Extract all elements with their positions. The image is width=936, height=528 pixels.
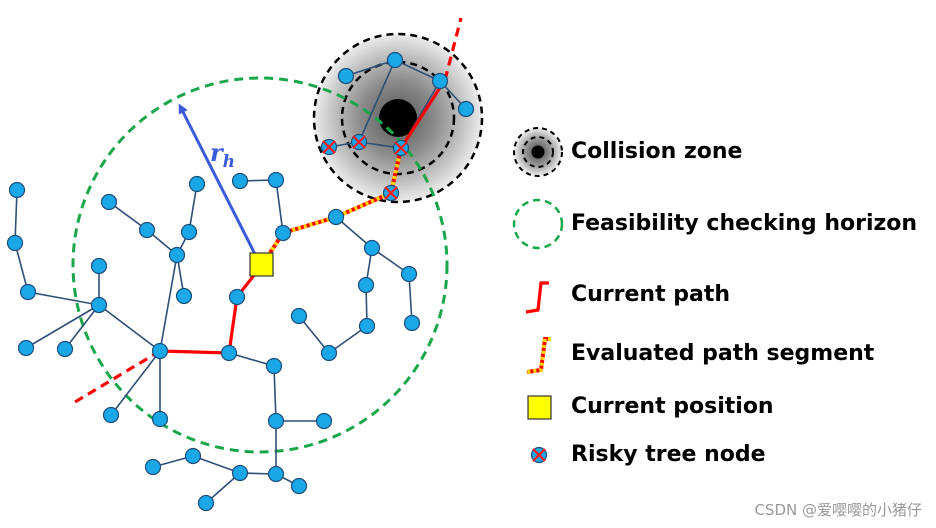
- tree-node: [228, 288, 246, 306]
- risky-tree-node: [392, 139, 410, 157]
- tree-edge: [358, 59, 396, 143]
- tree-node: [358, 317, 376, 335]
- tree-node: [267, 412, 285, 430]
- tree-edge: [98, 304, 161, 352]
- legend-label-current-path: Current path: [571, 282, 731, 307]
- tree-node: [151, 410, 169, 428]
- tree-nodes: [6, 51, 475, 512]
- tree-node: [220, 344, 238, 362]
- tree-node: [180, 223, 198, 241]
- collision-zone-outer-ring: [312, 32, 484, 204]
- current-path-top: [399, 79, 447, 149]
- legend-collision-icon: [513, 127, 563, 177]
- tree-node: [90, 296, 108, 314]
- tree-node: [386, 51, 404, 69]
- tree-node: [197, 494, 215, 512]
- tree-node: [403, 314, 421, 332]
- tree-node: [168, 246, 186, 264]
- tree-node: [265, 357, 283, 375]
- tree-node: [457, 100, 475, 118]
- tree-node: [290, 477, 308, 495]
- risky-tree-node: [350, 133, 368, 151]
- legend-label-evaluated: Evaluated path segment: [571, 341, 875, 366]
- tree-edge: [64, 304, 100, 350]
- tree-node: [274, 224, 292, 242]
- tree-edge: [14, 242, 29, 293]
- tree-node: [327, 208, 345, 226]
- tree-node: [90, 257, 108, 275]
- tree-edge: [408, 273, 413, 324]
- risky-tree-node: [382, 184, 400, 202]
- risky-tree-nodes: [320, 133, 410, 202]
- tree-edge: [345, 59, 396, 77]
- tree-edge: [275, 179, 284, 234]
- tree-node: [231, 464, 249, 482]
- tree-edge: [394, 59, 441, 82]
- tree-node: [8, 181, 26, 199]
- watermark: CSDN @爱嘤嘤的小猪仔: [754, 501, 922, 519]
- tree-edge: [192, 455, 241, 474]
- legend-position-icon: [527, 395, 552, 420]
- tree-node: [151, 342, 169, 360]
- current-path-dashed-tail: [74, 349, 161, 404]
- current-position-marker: [249, 252, 274, 277]
- tree-node: [184, 447, 202, 465]
- tree-node: [17, 339, 35, 357]
- tree-edge: [273, 365, 277, 422]
- tree-node: [19, 283, 37, 301]
- tree-node: [363, 239, 381, 257]
- tree-node: [175, 287, 193, 305]
- tree-node: [231, 172, 249, 190]
- tree-node: [315, 412, 333, 430]
- risky-tree-node: [320, 138, 338, 156]
- tree-node: [337, 67, 355, 85]
- tree-node: [357, 276, 375, 294]
- tree-node: [320, 344, 338, 362]
- tree-node: [138, 221, 156, 239]
- horizon-radius-label: rh: [210, 138, 235, 172]
- tree-edge: [159, 254, 178, 352]
- tree-node: [431, 72, 449, 90]
- legend-label-position: Current position: [571, 394, 774, 419]
- legend-label-collision: Collision zone: [571, 139, 743, 164]
- collision-zone-inner-ring: [340, 60, 456, 176]
- tree-node: [144, 458, 162, 476]
- tree-node: [102, 406, 120, 424]
- tree-node: [56, 340, 74, 358]
- current-path-solid: [159, 264, 264, 355]
- current-path-dashed-head: [443, 17, 463, 81]
- tree-node: [290, 307, 308, 325]
- feasibility-horizon: [71, 76, 449, 454]
- legend-risky-icon: [530, 446, 548, 464]
- horizon-radius-arrow: [178, 103, 263, 269]
- tree-edge: [27, 291, 100, 306]
- legend-label-horizon: Feasibility checking horizon: [571, 211, 918, 236]
- tree-edge: [14, 189, 18, 244]
- tree-node: [6, 234, 24, 252]
- tree-edge: [25, 304, 100, 349]
- tree-node: [267, 171, 285, 189]
- legend-current-path-icon: [525, 281, 549, 314]
- tree-node: [400, 265, 418, 283]
- legend-horizon-icon: [512, 198, 564, 250]
- legend-label-risky: Risky tree node: [571, 442, 766, 467]
- legend-evaluated-icon: [526, 337, 551, 374]
- tree-node: [100, 193, 118, 211]
- tree-node: [267, 465, 285, 483]
- current-path: [74, 17, 463, 404]
- tree-edge: [110, 350, 161, 416]
- tree-node: [188, 175, 206, 193]
